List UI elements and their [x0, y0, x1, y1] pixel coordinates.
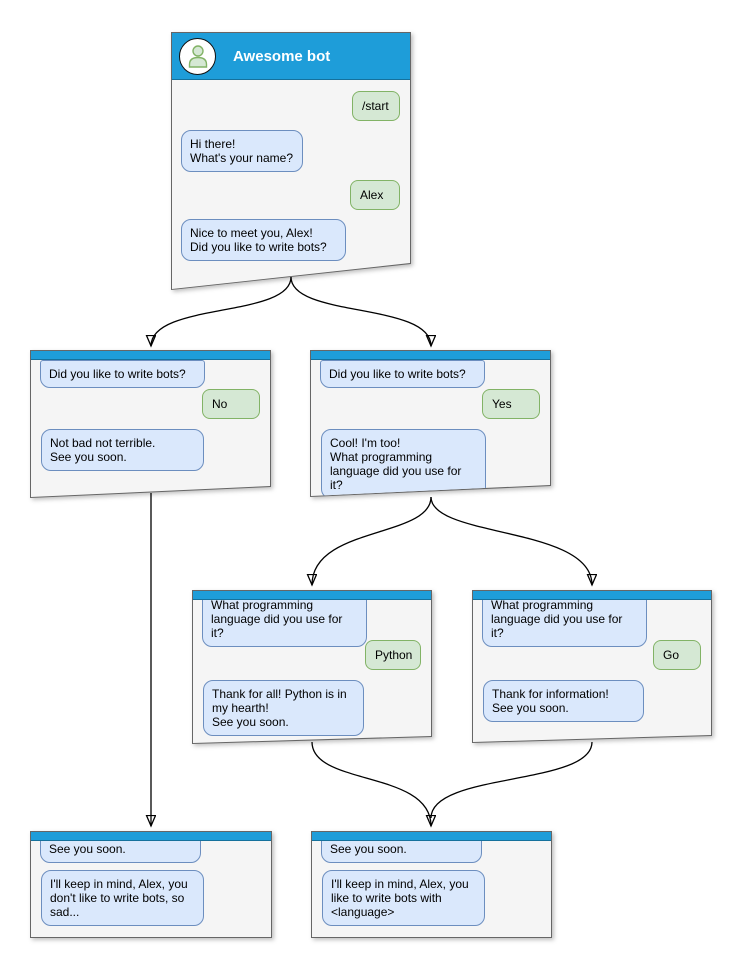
bot-avatar [179, 38, 216, 75]
edge-yes-to-python [312, 496, 432, 585]
bot-message-bubble: What programming language did you use fo… [482, 591, 647, 647]
chat-window-branch-no: Did you like to write bots? No Not bad n… [30, 350, 271, 498]
bot-message-bubble: I'll keep in mind, Alex, you don't like … [41, 870, 204, 926]
title-bar [311, 351, 550, 360]
bot-message-bubble: Hi there! What's your name? [181, 130, 303, 172]
chat-window-root: Awesome bot /start Hi there! What's your… [171, 32, 411, 290]
edge-go-to-end [430, 741, 593, 819]
bot-message-bubble: Did you like to write bots? [320, 360, 485, 388]
chat-window-branch-go: What programming language did you use fo… [472, 590, 712, 743]
bot-message-bubble: Did you like to write bots? [40, 360, 205, 388]
bot-message-bubble: I'll keep in mind, Alex, you like to wri… [322, 870, 485, 926]
bot-message-bubble: Nice to meet you, Alex! Did you like to … [181, 219, 346, 261]
title-bar [473, 591, 711, 600]
title-bar [193, 591, 431, 600]
user-message-bubble: Yes [482, 389, 540, 419]
title-bar: Awesome bot [172, 33, 410, 80]
bot-message-bubble: Thank for information! See you soon. [483, 680, 644, 722]
bot-message-bubble: Thank for all! Python is in my hearth! S… [203, 680, 364, 736]
user-message-bubble: No [202, 389, 260, 419]
user-message-bubble: /start [352, 91, 400, 121]
bot-message-bubble: What programming language did you use fo… [202, 591, 367, 647]
user-message-bubble: Python [365, 640, 421, 670]
chat-window-end-yes: See you soon. I'll keep in mind, Alex, y… [311, 831, 552, 938]
title-bar [31, 351, 270, 360]
user-message-bubble: Go [653, 640, 701, 670]
chat-window-end-no: See you soon. I'll keep in mind, Alex, y… [30, 831, 272, 938]
person-icon [183, 41, 213, 71]
user-message-bubble: Alex [350, 180, 400, 210]
edge-python-to-end [311, 741, 431, 826]
chat-window-branch-python: What programming language did you use fo… [192, 590, 432, 744]
bot-message-bubble: Not bad not terrible. See you soon. [41, 429, 204, 471]
chat-window-branch-yes: Did you like to write bots? Yes Cool! I'… [310, 350, 551, 497]
title-bar [31, 832, 271, 841]
title-bar [312, 832, 551, 841]
bot-message-bubble: Cool! I'm too! What programming language… [321, 429, 486, 499]
window-title: Awesome bot [233, 47, 331, 65]
edge-yes-to-go [430, 496, 592, 585]
